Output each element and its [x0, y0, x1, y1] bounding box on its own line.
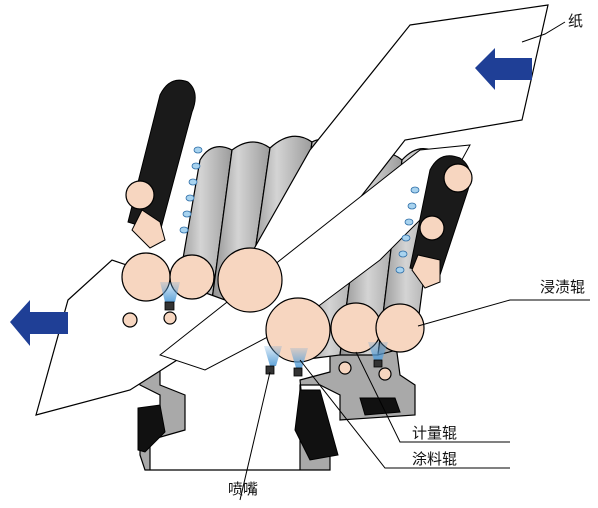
label-nozzle: 喷嘴 [228, 480, 258, 498]
label-coating-roller: 涂料辊 [412, 450, 457, 468]
label-metering-roller: 计量辊 [412, 424, 457, 442]
left-roller-large [218, 248, 282, 312]
label-impregnation-roller: 浸渍辊 [540, 278, 585, 296]
label-paper: 纸 [568, 12, 583, 30]
left-roller-1 [122, 253, 170, 301]
